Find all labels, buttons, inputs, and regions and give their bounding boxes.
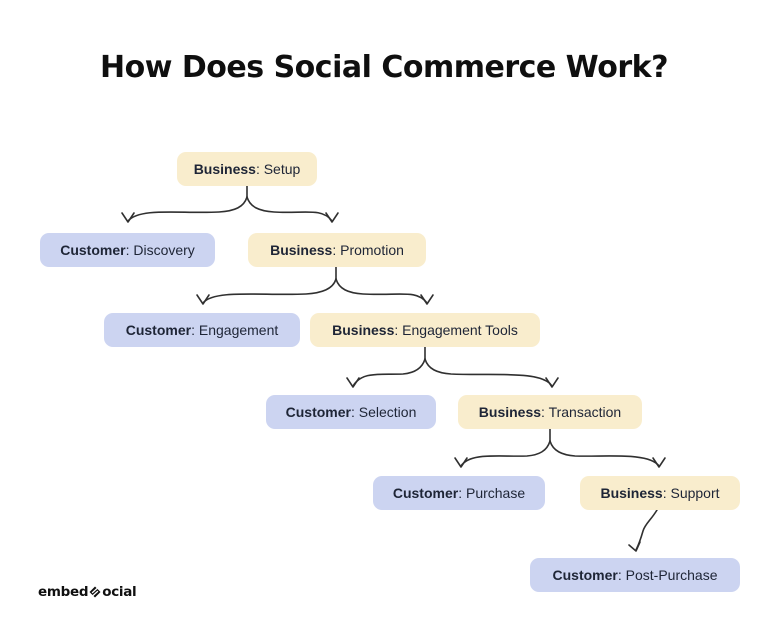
node-label: : Support	[662, 485, 720, 501]
node-actor: Business	[193, 161, 256, 177]
node-business-transaction: Business: Transaction	[458, 395, 642, 429]
node-customer-engagement: Customer: Engagement	[104, 313, 300, 347]
node-label: : Setup	[255, 161, 301, 177]
node-label: : Purchase	[458, 485, 526, 501]
arrow-support-to-post-purchase	[628, 509, 658, 552]
arrow-transaction-split	[454, 428, 666, 468]
node-business-setup: Business: Setup	[177, 152, 317, 186]
node-label: : Post-Purchase	[617, 567, 718, 583]
node-actor: Customer	[125, 322, 192, 338]
logo-text-suffix: ocial	[102, 584, 137, 600]
node-actor: Business	[270, 242, 333, 258]
node-customer-post-purchase: Customer: Post-Purchase	[530, 558, 740, 592]
embedsocial-logo: embed ocial	[38, 584, 137, 600]
node-actor: Business	[478, 404, 542, 420]
embedsocial-s-icon	[89, 586, 101, 598]
node-actor: Business	[332, 322, 395, 338]
node-label: : Transaction	[541, 404, 622, 420]
node-label: : Discovery	[125, 242, 195, 258]
node-actor: Customer	[552, 567, 618, 583]
arrow-promotion-split	[196, 266, 434, 305]
node-business-engagement-tools: Business: Engagement Tools	[310, 313, 540, 347]
node-label: : Engagement Tools	[394, 322, 518, 338]
page-title: How Does Social Commerce Work?	[100, 50, 668, 85]
node-customer-discovery: Customer: Discovery	[40, 233, 215, 267]
arrow-setup-split	[121, 185, 339, 223]
node-customer-purchase: Customer: Purchase	[373, 476, 545, 510]
node-label: : Engagement	[191, 322, 279, 338]
node-business-promotion: Business: Promotion	[248, 233, 426, 267]
node-label: : Promotion	[332, 242, 404, 258]
node-customer-selection: Customer: Selection	[266, 395, 436, 429]
node-actor: Customer	[285, 404, 351, 420]
node-actor: Customer	[392, 485, 459, 501]
node-actor: Customer	[60, 242, 126, 258]
logo-text-prefix: embed	[38, 584, 89, 600]
node-business-support: Business: Support	[580, 476, 740, 510]
node-label: : Selection	[350, 404, 417, 420]
node-actor: Business	[600, 485, 663, 501]
arrow-engagement-tools-split	[346, 346, 559, 388]
